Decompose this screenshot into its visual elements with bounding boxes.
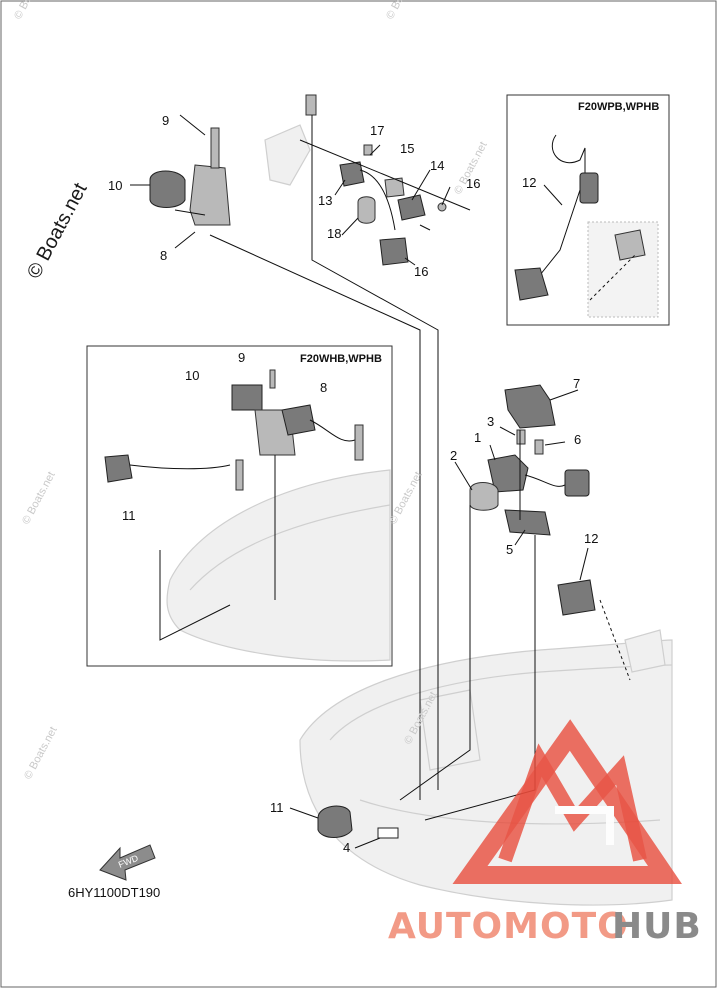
inset-top-detail	[514, 134, 659, 318]
inset-top-label: F20WPB,WPHB	[578, 101, 659, 113]
callout-15: 15	[400, 141, 414, 156]
callout-18: 18	[327, 226, 341, 241]
callout-3: 3	[487, 414, 494, 429]
callout-16-bottom: 16	[414, 264, 428, 279]
callout-9-inset: 9	[238, 350, 245, 365]
callout-10-main: 10	[108, 178, 122, 193]
part-code: 6HY1100DT190	[68, 885, 160, 900]
main-top-parts	[149, 94, 471, 266]
callout-16-top: 16	[466, 176, 480, 191]
brand-text-2: HUB	[612, 906, 702, 947]
fwd-arrow: FWD	[99, 844, 156, 881]
inset-box-left	[86, 345, 393, 667]
callout-4: 4	[343, 840, 350, 855]
callout-9-main: 9	[162, 113, 169, 128]
callout-14: 14	[430, 158, 444, 173]
callout-12-main: 12	[584, 531, 598, 546]
automotohub-logo	[452, 719, 682, 884]
callout-8-main: 8	[160, 248, 167, 263]
callout-17: 17	[370, 123, 384, 138]
inset-left-detail	[104, 369, 364, 641]
brand-text-1: AUTOMOTO	[388, 906, 629, 947]
callout-10-inset: 10	[185, 368, 199, 383]
callout-5: 5	[506, 542, 513, 557]
callout-1: 1	[474, 430, 481, 445]
callout-11-main: 11	[270, 800, 284, 815]
callout-7: 7	[573, 376, 580, 391]
callout-12-inset: 12	[522, 175, 536, 190]
callout-11-inset: 11	[122, 508, 136, 523]
ghost-inset-cowling	[166, 469, 391, 662]
callout-13: 13	[318, 193, 332, 208]
callout-8-inset: 8	[320, 380, 327, 395]
main-right-parts	[317, 384, 666, 839]
callout-6: 6	[574, 432, 581, 447]
inset-left-label: F20WHB,WPHB	[300, 353, 382, 365]
callout-2: 2	[450, 448, 457, 463]
inset-box-top-right	[506, 94, 670, 326]
